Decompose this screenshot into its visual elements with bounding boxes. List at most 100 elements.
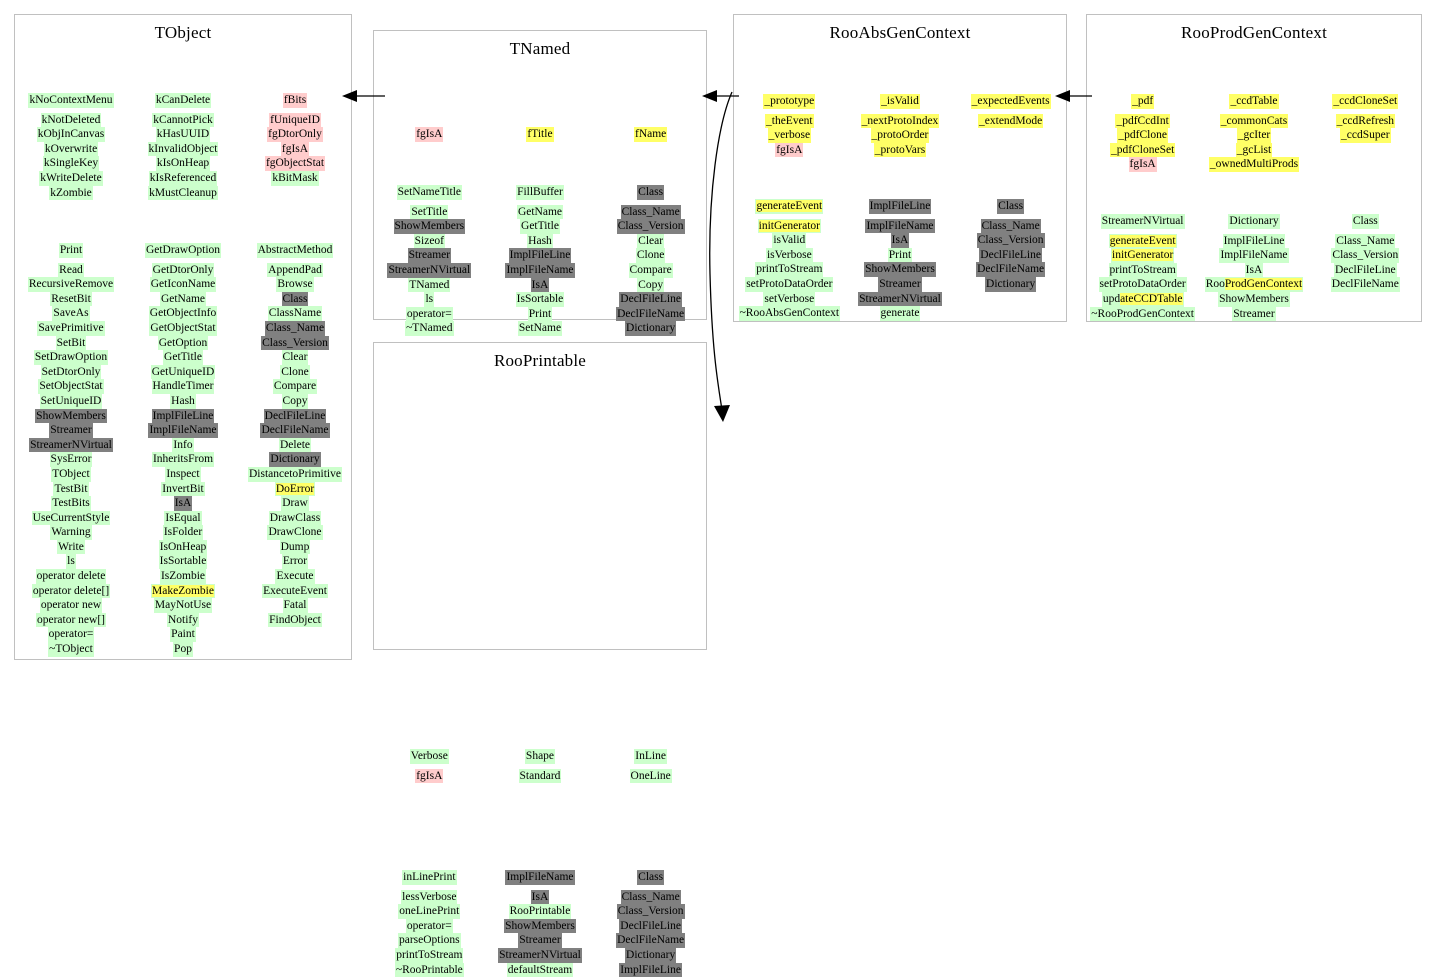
method-item[interactable]: generateEvent: [755, 199, 824, 214]
method-item[interactable]: DeclFileLine: [1333, 262, 1397, 278]
attribute-item[interactable]: _pdfClone: [1117, 128, 1168, 143]
method-item[interactable]: AppendPad: [267, 262, 323, 278]
attribute-item[interactable]: OneLine: [629, 768, 672, 784]
attribute-item[interactable]: kSingleKey: [42, 156, 100, 171]
attribute-item[interactable]: InLine: [634, 749, 667, 764]
method-item[interactable]: GetUniqueID: [150, 364, 216, 380]
method-item[interactable]: printToStream: [395, 947, 464, 963]
method-item[interactable]: TestBit: [53, 481, 89, 497]
method-item[interactable]: GetOption: [157, 335, 209, 351]
attribute-item[interactable]: kNotDeleted: [40, 112, 102, 128]
method-item[interactable]: Class_Version: [261, 335, 329, 351]
method-item[interactable]: GetObjectStat: [149, 320, 217, 336]
method-item[interactable]: SetDtorOnly: [40, 364, 102, 380]
attribute-item[interactable]: _prototype: [763, 94, 816, 109]
method-item[interactable]: StreamerNVirtual: [29, 437, 113, 453]
attribute-item[interactable]: _verbose: [767, 128, 812, 143]
method-item[interactable]: Dump: [279, 539, 311, 555]
method-item[interactable]: GetTitle: [163, 350, 203, 365]
method-item[interactable]: ShowMembers: [393, 219, 466, 234]
method-item[interactable]: SetName: [517, 321, 563, 336]
method-item[interactable]: MakeZombie: [151, 583, 215, 599]
attribute-item[interactable]: kOverwrite: [43, 141, 99, 157]
method-item[interactable]: Clone: [280, 364, 310, 380]
method-item[interactable]: setProtoDataOrder: [1098, 277, 1187, 292]
method-item[interactable]: TNamed: [408, 277, 451, 293]
method-item[interactable]: InheritsFrom: [151, 452, 215, 467]
method-item[interactable]: Dictionary: [985, 276, 1037, 292]
method-item[interactable]: RooPrintable: [508, 904, 572, 919]
method-item[interactable]: ShowMembers: [864, 262, 936, 277]
method-item[interactable]: Execute: [275, 569, 315, 584]
method-item[interactable]: initGenerator: [757, 218, 821, 234]
class-box-rooprodgencontext[interactable]: RooProdGenContext _pdf_pdfCcdInt_pdfClon…: [1086, 14, 1422, 322]
method-item[interactable]: printToStream: [1108, 262, 1177, 278]
method-item[interactable]: operator=: [405, 306, 453, 322]
method-item[interactable]: Print: [887, 247, 913, 263]
attribute-item[interactable]: kWriteDelete: [39, 170, 103, 186]
method-item[interactable]: ~RooAbsGenContext: [738, 306, 841, 321]
method-item[interactable]: Clear: [281, 350, 309, 365]
method-item[interactable]: ShowMembers: [1218, 291, 1290, 307]
method-item[interactable]: TObject: [51, 466, 91, 482]
method-item[interactable]: ResetBit: [50, 291, 92, 307]
method-item[interactable]: ls: [66, 554, 76, 570]
method-item[interactable]: SetNameTitle: [396, 185, 463, 200]
method-item[interactable]: initGenerator: [1111, 248, 1175, 263]
method-item[interactable]: SetBit: [55, 335, 87, 351]
attribute-item[interactable]: _ccdTable: [1229, 94, 1279, 109]
method-item[interactable]: Dictionary: [625, 321, 677, 336]
attribute-item[interactable]: _pdfCloneSet: [1110, 142, 1176, 158]
method-item[interactable]: Class_Name: [620, 889, 681, 905]
method-item[interactable]: ImplFileLine: [619, 962, 682, 977]
attribute-item[interactable]: kMustCleanup: [148, 185, 218, 201]
class-box-rooabsgencontext[interactable]: RooAbsGenContext _prototype_theEvent_ver…: [733, 14, 1067, 322]
attribute-item[interactable]: _theEvent: [765, 113, 814, 129]
attribute-item[interactable]: fTitle: [526, 127, 554, 142]
attribute-item[interactable]: fUniqueID: [269, 112, 321, 128]
method-item[interactable]: GetName: [516, 204, 564, 220]
method-item[interactable]: DeclFileName: [1330, 277, 1400, 292]
method-item[interactable]: Write: [57, 539, 85, 555]
method-item[interactable]: IsA: [890, 233, 910, 248]
method-item[interactable]: Sizeof: [413, 233, 446, 249]
method-item[interactable]: GetTitle: [520, 219, 560, 234]
method-item[interactable]: DeclFileName: [976, 262, 1046, 277]
method-item[interactable]: FindObject: [268, 612, 322, 628]
attribute-item[interactable]: _extendMode: [978, 113, 1044, 129]
method-item[interactable]: oneLinePrint: [398, 904, 461, 919]
method-item[interactable]: AbstractMethod: [256, 243, 334, 258]
method-item[interactable]: inLinePrint: [402, 870, 457, 885]
method-item[interactable]: Notify: [166, 612, 200, 628]
method-item[interactable]: UseCurrentStyle: [31, 510, 111, 526]
attribute-item[interactable]: _commonCats: [1219, 113, 1289, 129]
attribute-item[interactable]: _ccdCloneSet: [1332, 94, 1399, 109]
method-item[interactable]: SetDrawOption: [33, 350, 109, 365]
method-item[interactable]: Dictionary: [625, 947, 677, 963]
method-item[interactable]: IsZombie: [159, 569, 207, 584]
attribute-item[interactable]: kIsOnHeap: [155, 156, 211, 171]
method-item[interactable]: ShowMembers: [35, 408, 107, 424]
method-item[interactable]: StreamerNVirtual: [498, 947, 582, 963]
attribute-item[interactable]: fgIsA: [775, 142, 804, 158]
method-item[interactable]: GetDrawOption: [144, 243, 222, 258]
method-item[interactable]: Class_Version: [1331, 248, 1400, 263]
attribute-item[interactable]: fBits: [282, 93, 308, 108]
method-item[interactable]: GetDtorOnly: [151, 262, 215, 278]
method-item[interactable]: Pop: [173, 642, 193, 657]
method-item[interactable]: Streamer: [407, 248, 452, 263]
attribute-item[interactable]: _protoVars: [873, 142, 927, 158]
method-item[interactable]: GetObjectInfo: [148, 306, 218, 321]
method-item[interactable]: SetObjectStat: [38, 379, 104, 394]
attribute-item[interactable]: _protoOrder: [870, 128, 930, 143]
method-item[interactable]: ~TObject: [48, 642, 94, 657]
method-item[interactable]: lessVerbose: [401, 889, 458, 905]
method-item[interactable]: HandleTimer: [151, 379, 215, 394]
attribute-item[interactable]: fgIsA: [1128, 157, 1157, 172]
method-item[interactable]: isVerbose: [765, 247, 813, 263]
method-item[interactable]: Class: [637, 185, 665, 200]
method-item[interactable]: Class_Version: [616, 904, 685, 919]
method-item[interactable]: IsA: [173, 496, 193, 511]
